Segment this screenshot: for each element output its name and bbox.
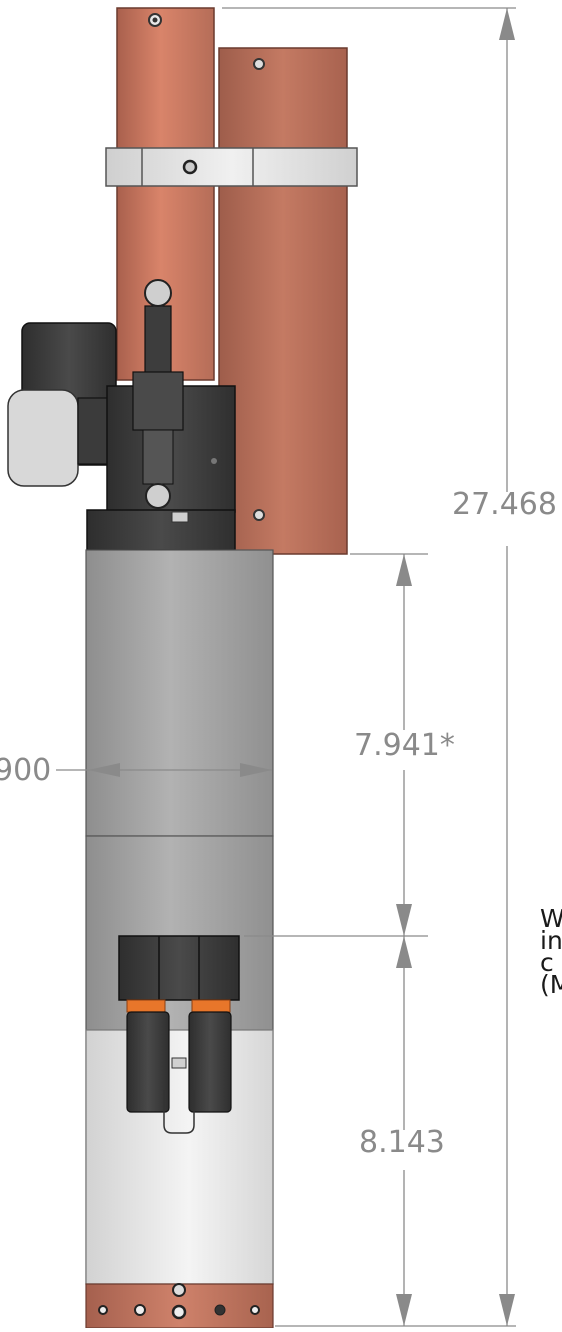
probe-coil (142, 429, 174, 485)
screw-icon (211, 458, 217, 464)
dimension-arrows (88, 8, 515, 1326)
sensor-probe-left (126, 1011, 170, 1113)
dimension-overall-height: 27.468 (452, 487, 557, 522)
screw-icon (214, 1304, 226, 1316)
screw-icon (134, 1304, 146, 1316)
note-line: in (540, 926, 562, 955)
copper-tube-right (218, 47, 348, 555)
note-block: W in c (M (540, 908, 562, 1018)
note-line: c (540, 948, 554, 977)
note-line: W (540, 908, 562, 933)
dimension-lower-section: 8.143 (359, 1125, 445, 1160)
screw-icon (98, 1305, 108, 1315)
screw-icon (250, 1305, 260, 1315)
screw-icon (182, 159, 198, 175)
orange-accent (191, 999, 231, 1013)
note-line: (M (540, 970, 562, 999)
dimension-upper-section: 7.941* (354, 728, 455, 763)
probe-knob-top (144, 279, 172, 307)
sensor-block (118, 935, 240, 1001)
probe-stem (144, 305, 172, 379)
lower-light-section (85, 1029, 274, 1285)
ring-tab (171, 511, 189, 523)
dimension-diameter: 900 (0, 753, 52, 788)
elbow-cap (7, 389, 79, 487)
screw-icon (253, 509, 265, 521)
screw-center (152, 17, 158, 23)
screw-icon (172, 1283, 186, 1297)
probe-loop (163, 1090, 195, 1134)
clamp-band (105, 147, 358, 187)
orange-accent (126, 999, 166, 1013)
probe-body (132, 371, 184, 431)
housing-ring (86, 509, 236, 551)
sensor-probe-right (188, 1011, 232, 1113)
screw-icon (253, 58, 265, 70)
main-cylinder (85, 549, 274, 837)
screw-icon (171, 1304, 187, 1320)
probe-tab (171, 1057, 187, 1069)
probe-knob-bottom (145, 483, 171, 509)
